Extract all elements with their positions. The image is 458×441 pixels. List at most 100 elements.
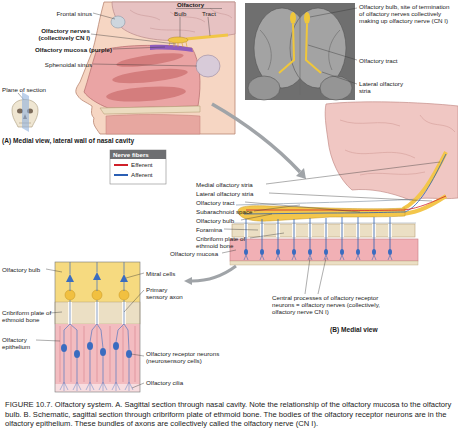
epithelium-inset — [55, 262, 140, 392]
leader-lines-b — [222, 162, 440, 294]
leader-lines-c — [132, 383, 144, 388]
receptor-neurons — [388, 249, 392, 255]
label-text: Olfactory bulb, site of termination of o… — [359, 3, 456, 24]
label-text: Olfactory receptor neurons (neurosensory… — [146, 350, 221, 364]
leader-lines-a — [176, 8, 222, 9]
olfactory-bulb-a — [168, 35, 228, 47]
plane-of-section-skull — [12, 92, 38, 132]
brain-base-photo — [248, 76, 280, 100]
palate-and-tongue — [100, 106, 200, 134]
leader-lines-c — [124, 290, 144, 312]
olfactory-nerve-fibers — [244, 255, 392, 260]
leader-lines-a — [113, 47, 165, 49]
olfactory-bulb-b — [238, 152, 446, 221]
head-section — [130, 8, 232, 32]
leader-lines-b — [305, 258, 310, 294]
pointer-arrow — [184, 277, 192, 285]
frontal-sinus — [111, 16, 125, 28]
label-text: Olfactory tract — [359, 57, 449, 64]
label-text: Olfactory — [177, 1, 222, 8]
receptor-neurons — [244, 249, 248, 255]
receptor-neurons — [292, 249, 296, 255]
leader-lines-b — [245, 202, 360, 212]
plane-of-section-skull — [22, 92, 29, 132]
label-text: Primary sensory axon — [146, 286, 186, 300]
label-text: Medial olfactory stria — [196, 181, 276, 188]
epithelium-inset — [74, 350, 80, 358]
pointer-arrow — [212, 104, 300, 172]
leader-lines-c — [50, 312, 62, 313]
label-text: Cribriform plate of ethmoid bone — [2, 309, 54, 323]
olfactory-bulb-b — [244, 154, 446, 214]
pointer-arrow — [296, 168, 306, 179]
frontal-sinus — [111, 16, 125, 28]
leader-lines-b — [318, 258, 326, 294]
leader-lines-c — [46, 269, 62, 272]
receptor-neurons — [244, 249, 392, 255]
epithelium-inset — [87, 342, 93, 350]
epithelium-inset — [55, 262, 140, 302]
olfactory-bulb-a — [168, 37, 188, 43]
epithelium-inset — [55, 324, 140, 384]
legend-text: Afferent — [131, 171, 165, 178]
olfactory-nerve-fibers — [246, 217, 390, 250]
label-text: (A) Medial view, lateral wall of nasal c… — [2, 137, 172, 145]
leader-lines-a — [18, 9, 222, 102]
epithelium-inset — [60, 382, 133, 391]
cribriform-plate — [232, 224, 415, 237]
leader-lines-b — [266, 162, 440, 184]
leader-lines-a — [93, 64, 197, 66]
label-text: Olfactory nerves (collectively CN I) — [26, 27, 90, 41]
head-section — [76, 2, 235, 134]
figure-caption: FIGURE 10.7. Olfactory system. A. Sagitt… — [5, 400, 454, 429]
label-text: Mitral cells — [146, 270, 196, 277]
brain-base-photo — [279, 24, 321, 73]
label-text: Frontal sinus — [40, 10, 92, 17]
leader-lines-c — [36, 269, 144, 388]
brain-frontal-lobe — [325, 102, 458, 200]
brain-base-photo — [320, 76, 352, 100]
label-text: (B) Medial view — [330, 326, 420, 334]
brain-base-photo — [245, 3, 355, 100]
epithelium-inset — [65, 290, 75, 300]
brain-base-photo — [260, 10, 340, 95]
receptor-neurons — [260, 249, 264, 255]
leader-lines-b — [250, 233, 284, 238]
receptor-neurons — [340, 249, 344, 255]
olfactory-mucosa-b — [230, 261, 418, 265]
leader-lines-c — [131, 354, 144, 356]
sphenoidal-sinus — [196, 55, 220, 77]
epithelium-inset — [55, 262, 140, 392]
epithelium-inset — [61, 344, 67, 352]
label-text: Central processes of olfactory receptor … — [272, 294, 397, 315]
legend-text: Efferent — [131, 161, 165, 168]
label-text: Olfactory mucosa (purple) — [10, 46, 112, 53]
leader-lines-c — [36, 340, 60, 341]
label-text: Lateral olfactory stria — [196, 190, 276, 197]
nasal-cavity — [84, 45, 200, 108]
leader-lines-b — [254, 205, 300, 211]
epithelium-inset — [55, 302, 140, 324]
label-text: Foramina — [196, 226, 276, 233]
label-text: Olfactory bulb — [2, 266, 54, 273]
leader-lines-a — [91, 34, 176, 44]
palate-and-tongue — [100, 106, 200, 114]
epithelium-inset — [100, 348, 106, 356]
brain-base-photo — [245, 3, 355, 100]
leader-lines-inset — [308, 8, 357, 84]
label-text: Tract — [202, 10, 224, 17]
nasal-cavity — [112, 66, 189, 86]
legend-frame — [110, 150, 166, 159]
epithelium-inset — [64, 350, 129, 382]
head-section — [112, 2, 235, 41]
olfactory-bulb-b — [246, 196, 446, 210]
label-text: Sphenoidal sinus — [30, 61, 92, 68]
leader-lines-c — [126, 273, 144, 278]
leader-lines-b — [224, 229, 258, 230]
label-text: Olfactory cilia — [146, 379, 206, 386]
receptor-neurons — [324, 249, 328, 255]
leader-lines-b — [269, 193, 432, 201]
epithelium-inset — [119, 290, 129, 300]
epithelium-inset — [66, 274, 74, 282]
